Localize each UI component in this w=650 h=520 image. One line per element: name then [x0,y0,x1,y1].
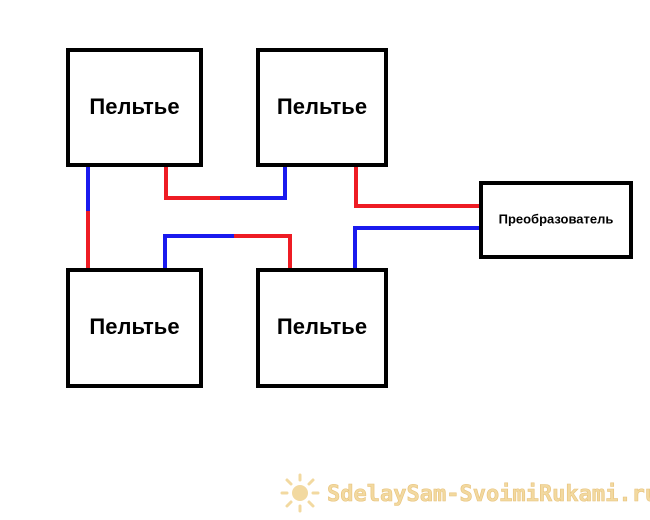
module-label: Пельтье [89,314,179,339]
watermark-text: SdelaySam-SvoimiRukami.ru [327,482,650,507]
peltier-module-bottom-left: Пельтье [66,268,203,388]
peltier-module-top-left: Пельтье [66,48,203,167]
watermark: SdelaySam-SvoimiRukami.ru [280,473,650,513]
wire-converter-positive [354,165,483,208]
module-box [66,48,203,167]
module-label: Пельтье [277,94,367,119]
converter-label: Преобразователь [499,211,614,226]
sun-icon-core [292,485,308,501]
wire-top-middle-positive [164,165,224,200]
peltier-module-bottom-right: Пельтье [256,268,388,388]
module-label: Пельтье [89,94,179,119]
wire-converter-negative [353,226,483,270]
module-box [256,48,388,167]
peltier-module-top-right: Пельтье [256,48,388,167]
module-box [66,268,203,388]
wire-bottom-middle-positive [234,234,292,270]
module-label: Пельтье [277,314,367,339]
wire-top-middle-negative [220,165,287,200]
sun-icon-rays [280,473,320,513]
converter-block: Преобразователь [479,181,633,259]
wires [86,165,483,270]
module-box [256,268,388,388]
wire-bottom-middle-negative [163,234,238,270]
converter-box [479,181,633,259]
sun-icon [280,473,320,513]
